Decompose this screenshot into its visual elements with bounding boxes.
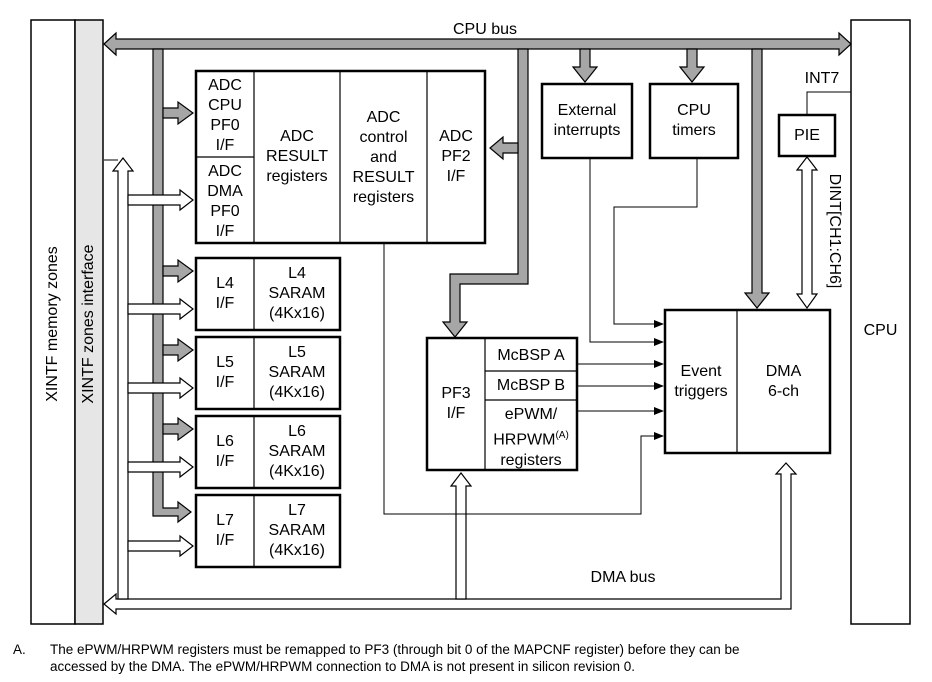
xintf-memory-zones-label: XINTF memory zones [44,246,61,402]
cpu-bus-label: CPU bus [452,21,518,38]
int7-label: INT7 [804,70,840,87]
dma-bus-arrow [103,462,798,616]
int7-line [806,91,851,115]
pie-label: PIE [794,127,820,144]
cpu-box [850,19,911,625]
dma-bus-label: DMA bus [590,569,656,586]
cpu-bus-drops [441,48,771,338]
xintf-zones-interface-label: XINTF zones interface [80,244,97,404]
pf3-block [425,336,579,472]
event-trigger-lines [383,158,698,515]
dma-block [663,308,832,455]
xintf-zones-interface-box [74,19,104,625]
mcbsp-a-label: McBSP A [497,347,565,364]
cpu-label: CPU [863,322,898,339]
pie-box [777,113,837,158]
cpu-bus-arrow [103,31,852,57]
saram-blocks [194,256,342,569]
mcbsp-b-label: McBSP B [496,377,566,394]
dint-arrow [795,156,819,310]
dma-bus-to-pf3 [449,472,473,600]
footnote-text: The ePWM/HRPWM registers must be remappe… [50,642,740,674]
cpu-bus-branches-left [162,100,195,442]
dma-bus-trunk-left [111,157,135,600]
external-interrupts-box [540,82,634,160]
cpu-timers-box [648,82,740,160]
epwm-footnote-marker: (A) [555,430,569,441]
cpu-bus-trunk-left [152,48,192,524]
dma-bus-branches-left [127,188,194,558]
xintf-memory-zones-box [30,19,76,625]
footnote-marker: A. [13,642,26,657]
epwm-label: ePWM/ HRPWM(A) registers [493,406,569,470]
dint-label: DINT[CH1:CH6] [826,173,843,289]
